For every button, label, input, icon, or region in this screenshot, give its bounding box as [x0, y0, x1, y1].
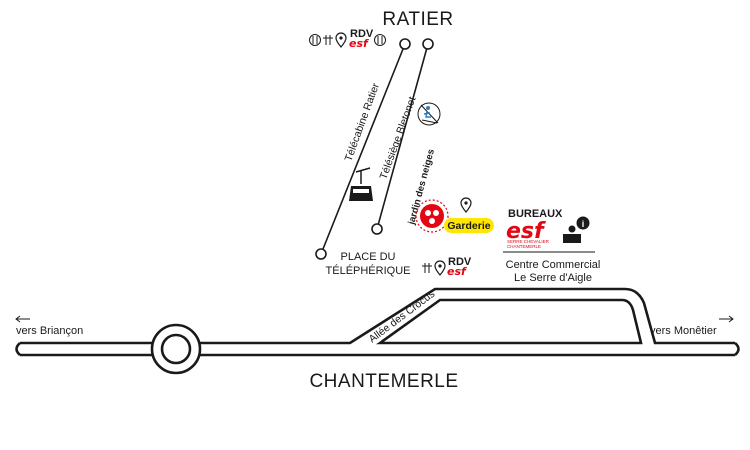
centre-line-2: Le Serre d'Aigle: [514, 272, 592, 284]
bureaux-label: BUREAUX: [508, 208, 563, 220]
info-glyph: i: [582, 219, 585, 229]
info-icon: i: [576, 216, 590, 230]
chairlift-skier-icon: [417, 102, 441, 126]
garderie-label: Garderie: [447, 220, 490, 232]
restaurant-icon: [374, 34, 386, 46]
restaurant-icon: [309, 34, 321, 46]
allee-label: Allée des Crocus: [367, 288, 438, 345]
rdv-telepherique: RDV esf: [422, 256, 472, 278]
piou-piou-badge: [415, 199, 449, 233]
rdv-ratier: RDV esf: [309, 28, 386, 50]
toilet-icon: [422, 263, 432, 273]
jardin-des-neiges: jardin des neiges Garderie: [406, 148, 494, 233]
roundabout: [150, 323, 202, 375]
place-telepherique: PLACE DU TÉLÉPHÉRIQUE: [326, 251, 411, 277]
esf-logo: esf: [506, 219, 546, 244]
centre-line-1: Centre Commercial: [506, 259, 601, 271]
garderie-badge: [444, 218, 494, 233]
rdv-label-2: RDV: [448, 256, 472, 268]
arrow-right-icon: [719, 315, 734, 323]
esf-sub-2: CHANTEMERLE: [507, 244, 541, 249]
lift-lines: [315, 38, 434, 260]
esf-label: esf: [349, 37, 369, 50]
map-pin-icon: [335, 32, 347, 48]
right-destination: vers Monêtier: [650, 325, 717, 337]
main-road: [15, 287, 740, 357]
chairlift-label: Télésiège Bletonet: [378, 95, 419, 181]
dir-left: vers Briançon: [15, 315, 83, 337]
map-pin-icon: [460, 197, 472, 213]
place-line-2: TÉLÉPHÉRIQUE: [326, 264, 411, 277]
reception-desk-icon: [563, 225, 581, 243]
esf-label-2: esf: [447, 265, 467, 278]
rdv-label: RDV: [350, 28, 374, 40]
place-ratier: RATIER: [382, 9, 453, 30]
esf-sub-1: SERRE CHEVALIER: [507, 239, 550, 244]
map-pin-icon: [434, 260, 446, 276]
dir-right: vers Monêtier: [650, 315, 734, 337]
arrow-left-icon: [15, 315, 30, 323]
place-line-1: PLACE DU: [340, 251, 395, 263]
esf-office: BUREAUX esf SERRE CHEVALIER CHANTEMERLE …: [503, 208, 600, 284]
left-destination: vers Briançon: [16, 325, 83, 337]
gondola-cabin-icon: [349, 167, 373, 201]
toilet-icon: [323, 35, 333, 45]
place-chantemerle: CHANTEMERLE: [309, 371, 458, 392]
